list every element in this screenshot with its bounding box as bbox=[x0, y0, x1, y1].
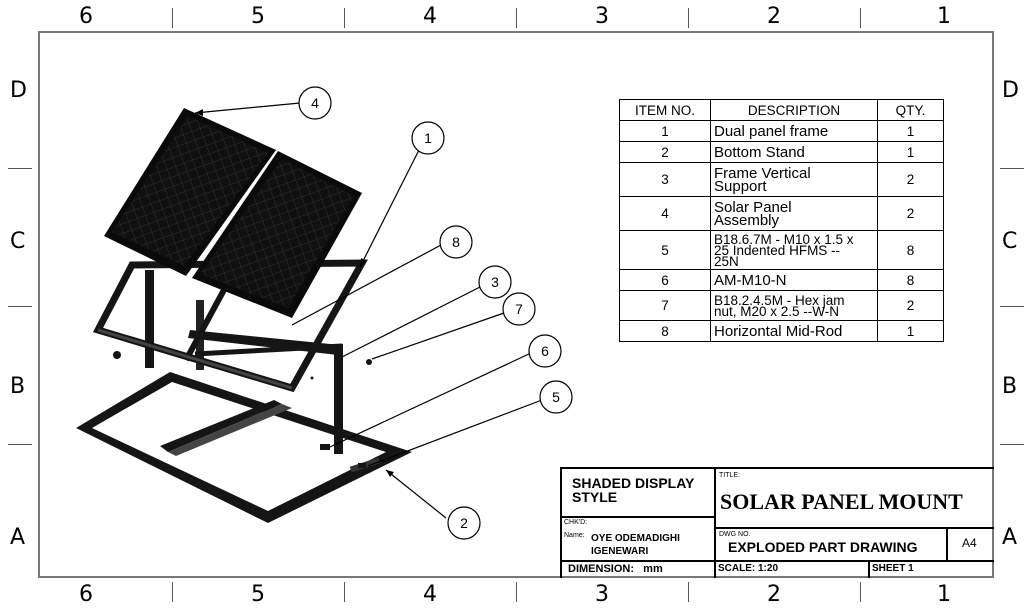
bom-row: 1 Dual panel frame 1 bbox=[619, 120, 944, 142]
bom-item: 7 bbox=[619, 290, 711, 321]
zone-row-d-right: D bbox=[1002, 78, 1019, 103]
zone-col-6-top: 6 bbox=[79, 4, 93, 29]
checked-label: CHK'D: bbox=[564, 519, 588, 526]
zone-row-b-right: B bbox=[1002, 374, 1018, 399]
bom-item: 3 bbox=[619, 162, 711, 197]
zone-col-1-bottom: 1 bbox=[937, 582, 951, 607]
bom-item: 4 bbox=[619, 196, 711, 231]
bom-header-description: DESCRIPTION bbox=[710, 99, 878, 121]
balloon-5-label: 5 bbox=[552, 389, 560, 405]
bom-row: 8 Horizontal Mid-Rod 1 bbox=[619, 320, 944, 342]
bom-description: Horizontal Mid-Rod bbox=[710, 320, 878, 342]
zone-col-5-bottom: 5 bbox=[251, 582, 265, 607]
zone-col-4-bottom: 4 bbox=[423, 582, 437, 607]
bom-qty: 8 bbox=[877, 230, 944, 270]
bom-item: 1 bbox=[619, 120, 711, 142]
balloon-8: 8 bbox=[439, 225, 473, 259]
balloon-6-label: 6 bbox=[541, 343, 549, 359]
zone-col-6-bottom: 6 bbox=[79, 582, 93, 607]
bom-description: Bottom Stand bbox=[710, 141, 878, 163]
bom-description: AM-M10-N bbox=[710, 269, 878, 291]
zone-col-4-top: 4 bbox=[423, 4, 437, 29]
zone-row-a-left: A bbox=[10, 525, 26, 550]
solar-panel-assembly bbox=[104, 108, 362, 318]
fasteners bbox=[113, 351, 372, 468]
zone-row-c-right: C bbox=[1002, 229, 1018, 254]
balloon-3-label: 3 bbox=[491, 274, 499, 290]
balloon-2: 2 bbox=[447, 506, 481, 540]
title-block: SHADED DISPLAY STYLE CHK'D: Name: OYE OD… bbox=[560, 467, 994, 578]
balloon-4: 4 bbox=[298, 86, 332, 120]
bom-qty: 1 bbox=[877, 141, 944, 163]
leader-lines bbox=[194, 102, 543, 519]
bom-qty: 1 bbox=[877, 120, 944, 142]
zone-row-d-left: D bbox=[10, 78, 27, 103]
balloon-7-label: 7 bbox=[515, 301, 523, 317]
bom-row: 2 Bottom Stand 1 bbox=[619, 141, 944, 163]
drawing-number: EXPLODED PART DRAWING bbox=[728, 539, 918, 555]
zone-col-3-top: 3 bbox=[595, 4, 609, 29]
balloon-5: 5 bbox=[539, 380, 573, 414]
dimension-units: DIMENSION: mm bbox=[568, 563, 663, 575]
balloon-7: 7 bbox=[502, 292, 536, 326]
balloon-3: 3 bbox=[478, 265, 512, 299]
drawing-title: SOLAR PANEL MOUNT bbox=[720, 489, 963, 514]
balloon-4-label: 4 bbox=[311, 95, 319, 111]
sheet-size: A4 bbox=[962, 536, 977, 550]
drawing-border bbox=[38, 31, 994, 578]
bom-qty: 2 bbox=[877, 290, 944, 321]
bom-qty: 2 bbox=[877, 162, 944, 197]
zone-col-5-top: 5 bbox=[251, 4, 265, 29]
zone-row-b-left: B bbox=[10, 374, 26, 399]
name-label: Name: bbox=[564, 532, 585, 539]
balloon-8-label: 8 bbox=[452, 234, 460, 250]
bom-header-qty: QTY. bbox=[877, 99, 944, 121]
bom-header-row: ITEM NO. DESCRIPTION QTY. bbox=[619, 99, 944, 121]
bill-of-materials: ITEM NO. DESCRIPTION QTY. 1 Dual panel f… bbox=[619, 99, 944, 342]
bom-qty: 8 bbox=[877, 269, 944, 291]
bom-row: 6 AM-M10-N 8 bbox=[619, 269, 944, 291]
bom-item: 6 bbox=[619, 269, 711, 291]
dwg-no-label: DWG NO. bbox=[719, 531, 751, 538]
sheet-number: SHEET 1 bbox=[872, 563, 914, 574]
zone-col-1-top: 1 bbox=[937, 4, 951, 29]
bom-item: 8 bbox=[619, 320, 711, 342]
zone-col-2-bottom: 2 bbox=[767, 582, 781, 607]
bom-item: 2 bbox=[619, 141, 711, 163]
leader-arrowheads bbox=[195, 109, 394, 477]
zone-row-c-left: C bbox=[10, 229, 26, 254]
bom-qty: 1 bbox=[877, 320, 944, 342]
drafter-name: OYE ODEMADIGHI IGENEWARI bbox=[591, 533, 680, 557]
bom-qty: 2 bbox=[877, 196, 944, 231]
balloon-2-label: 2 bbox=[460, 515, 468, 531]
bom-header-item: ITEM NO. bbox=[619, 99, 711, 121]
horizontal-mid-rod bbox=[194, 343, 343, 357]
bottom-stand bbox=[76, 372, 412, 523]
balloon-1: 1 bbox=[411, 121, 445, 155]
display-style-note: SHADED DISPLAY STYLE bbox=[572, 475, 695, 505]
zone-row-a-right: A bbox=[1002, 525, 1018, 550]
zone-col-3-bottom: 3 bbox=[595, 582, 609, 607]
title-label: TITLE: bbox=[719, 472, 741, 479]
balloon-1-label: 1 bbox=[424, 130, 432, 146]
drawing-scale: SCALE: 1:20 bbox=[718, 563, 779, 574]
bom-item: 5 bbox=[619, 230, 711, 270]
zone-col-2-top: 2 bbox=[767, 4, 781, 29]
balloon-6: 6 bbox=[528, 334, 562, 368]
bom-description: Dual panel frame bbox=[710, 120, 878, 142]
